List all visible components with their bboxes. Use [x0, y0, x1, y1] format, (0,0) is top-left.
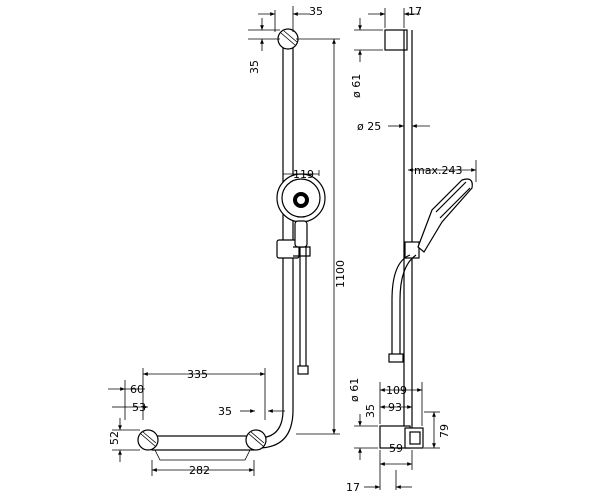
dim-shelf-width: 282	[189, 464, 210, 477]
mount-hatch-bottom	[140, 431, 265, 447]
dim-side-depth-59: 59	[389, 442, 403, 455]
dim-side-diameter-61-top: ø 61	[350, 74, 363, 98]
bottom-shelf	[151, 435, 255, 451]
side-top-mount	[384, 29, 408, 51]
side-slider	[404, 241, 420, 259]
dim-side-gap-35: 35	[364, 404, 377, 418]
hose-end	[297, 365, 309, 375]
dim-shower-head-width: 119	[293, 168, 314, 181]
dim-outer-60: 60	[130, 383, 144, 396]
shower-head-handle	[294, 220, 308, 248]
side-hose	[391, 254, 417, 360]
side-shower-face	[435, 181, 471, 219]
dim-bar-length: 335	[187, 368, 208, 381]
dim-side-depth-109: 109	[386, 384, 407, 397]
dim-top-offset: 35	[309, 5, 323, 18]
vertical-rail	[175, 48, 294, 449]
spray-pattern	[293, 192, 309, 208]
dim-side-bottom-17: 17	[346, 481, 360, 494]
mount-hatch	[280, 30, 298, 46]
dim-connector-35: 35	[218, 405, 232, 418]
shower-hose	[299, 235, 307, 372]
side-hose-end	[388, 353, 404, 363]
dim-top-gap: 35	[248, 60, 261, 74]
rail-slider	[276, 239, 300, 259]
dim-outer-53: 53	[132, 401, 146, 414]
shelf-underside	[154, 449, 251, 461]
dim-side-diameter-25: ø 25	[357, 120, 381, 133]
dim-wall-52: 52	[108, 431, 121, 445]
shower-head-face	[281, 178, 321, 218]
side-view: 17 ø 61 ø 25 max.243 ø 61 35 109 93	[346, 5, 477, 494]
side-rail	[403, 30, 413, 430]
dim-side-height-79: 79	[438, 424, 451, 438]
dim-side-top-17: 17	[408, 5, 422, 18]
dim-side-max-243: max.243	[414, 164, 462, 177]
front-view: 35 35 119 1100 335 60 53	[108, 5, 347, 477]
side-shelf-inner	[409, 431, 421, 445]
dim-height: 1100	[334, 260, 347, 288]
dim-side-depth-93: 93	[388, 401, 402, 414]
side-shower-head	[417, 178, 473, 253]
dim-side-diameter-61-bottom: ø 61	[348, 378, 361, 402]
